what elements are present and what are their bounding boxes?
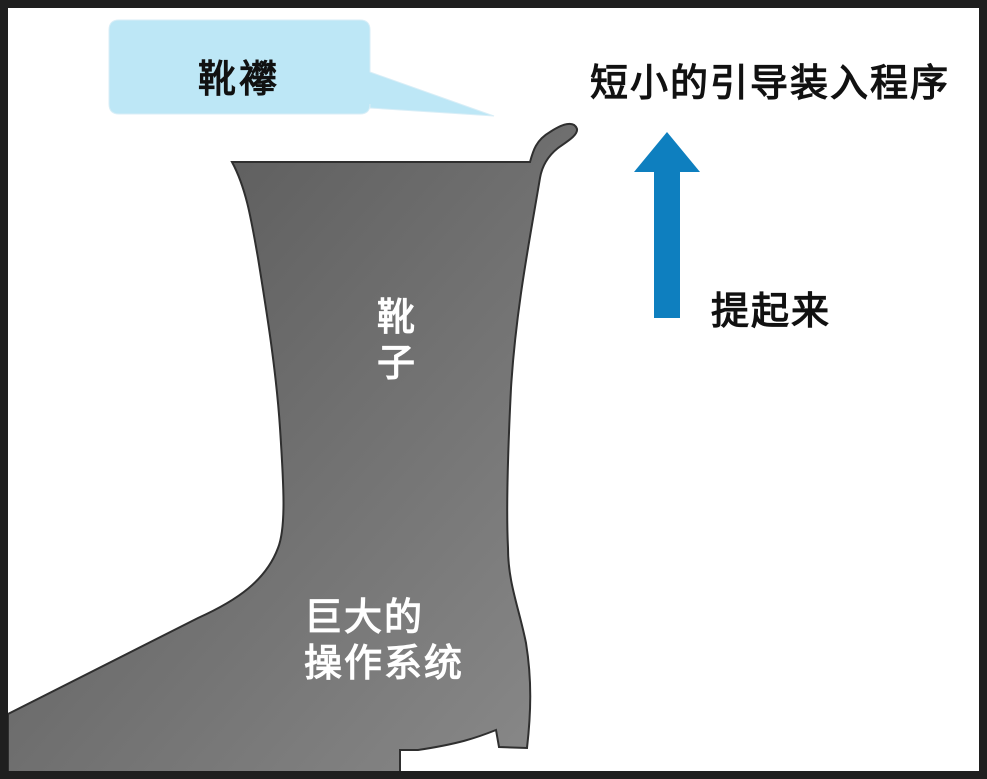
boot-icon — [8, 122, 579, 771]
up-arrow-icon — [634, 132, 700, 318]
boot-label-line-1: 靴 — [376, 295, 415, 339]
boot-diagram — [8, 19, 700, 771]
loader-label: 短小的引导装入程序 — [590, 61, 951, 105]
bootstrap-label: 靴襻 — [198, 57, 281, 101]
operating-system-label: 巨大的 操作系统 — [304, 594, 464, 686]
watermark-text: 掘金技术社区 @ 小墙程序员 — [677, 729, 955, 754]
boot-label: 靴 子 — [374, 294, 418, 386]
diagram-canvas: 靴襻 短小的引导装入程序 提起来 靴 子 巨大的 操作系统 掘金技术社区 @ 小… — [8, 8, 979, 771]
boot-label-line-2: 子 — [376, 341, 415, 385]
lift-label: 提起来 — [711, 289, 832, 333]
speech-bubble-icon — [108, 19, 495, 117]
operating-system-line-2: 操作系统 — [304, 641, 465, 685]
operating-system-line-1: 巨大的 — [304, 595, 425, 639]
